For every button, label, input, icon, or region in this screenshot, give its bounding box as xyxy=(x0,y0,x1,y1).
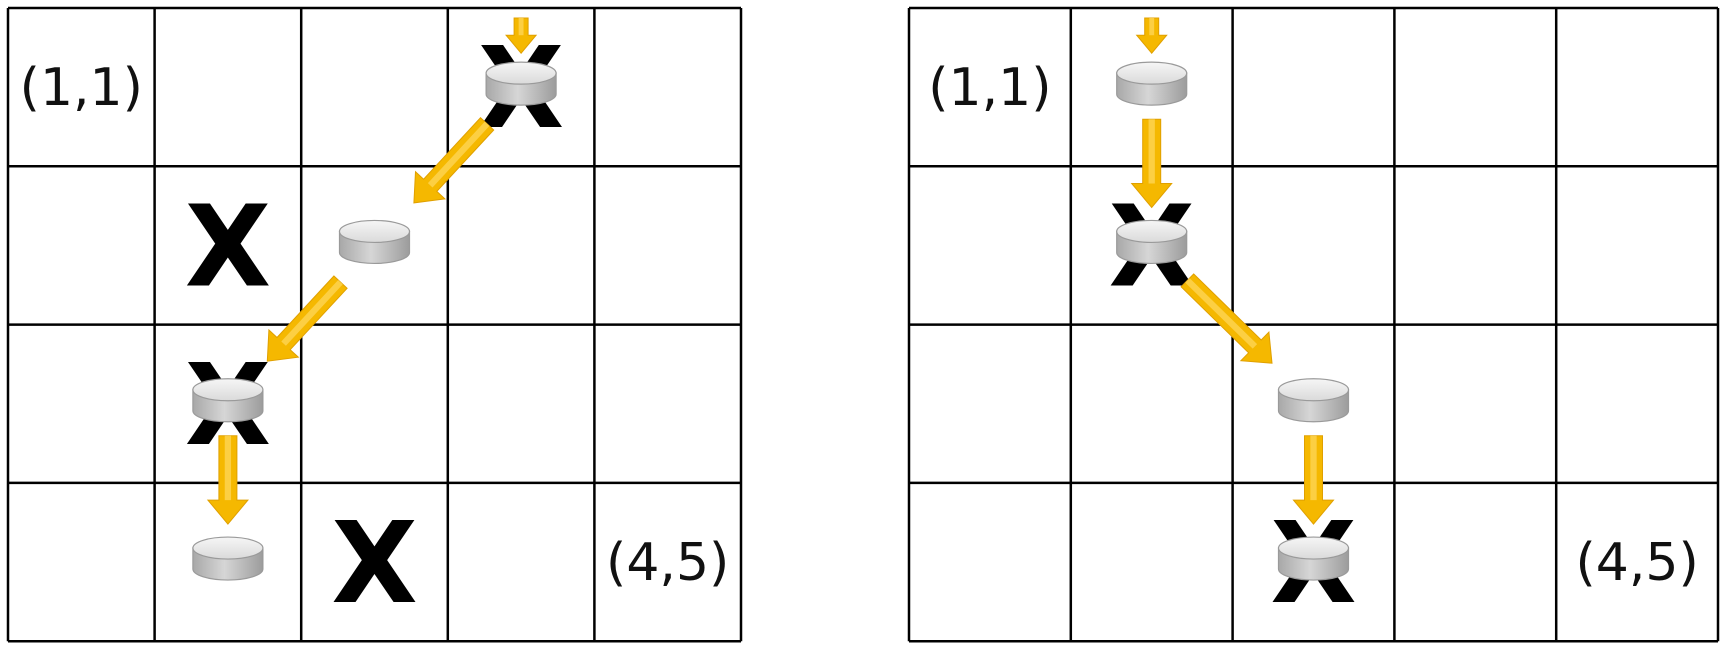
arrow-icon xyxy=(505,17,538,54)
cylinder-puck-icon xyxy=(192,536,264,581)
puck-top xyxy=(1116,61,1188,85)
puck-top xyxy=(485,61,557,85)
cell-coordinate-label: (1,1) xyxy=(928,58,1051,118)
cylinder-puck-icon xyxy=(1277,378,1350,423)
puck-top xyxy=(338,219,411,244)
cylinder-puck-icon xyxy=(485,61,557,106)
puck-top xyxy=(192,536,264,560)
puck-top xyxy=(1116,219,1188,244)
puck-top xyxy=(192,378,264,402)
arrow-icon xyxy=(1135,17,1168,54)
grid-lines xyxy=(907,6,1720,643)
cylinder-puck-icon xyxy=(1116,219,1188,265)
cell-coordinate-label: (4,5) xyxy=(1575,533,1698,593)
cylinder-puck-icon xyxy=(1277,536,1350,581)
cylinder-puck-icon xyxy=(338,219,411,265)
cylinder-puck-icon xyxy=(1116,61,1188,106)
puck-top xyxy=(1277,536,1350,560)
left-panel: (1,1)(4,5)XXXX xyxy=(6,6,743,643)
cell-coordinate-label: (1,1) xyxy=(20,58,143,118)
right-panel: (1,1)(4,5)XX xyxy=(907,6,1720,643)
cylinder-puck-icon xyxy=(192,378,264,423)
cell-coordinate-label: (4,5) xyxy=(606,533,729,593)
puck-top xyxy=(1277,378,1350,402)
arrow-highlight xyxy=(1185,278,1258,349)
x-mark: X xyxy=(185,182,271,312)
x-mark: X xyxy=(331,499,417,629)
grid-lines xyxy=(6,6,743,643)
arrow-highlight xyxy=(427,121,490,188)
arrow-highlight xyxy=(281,279,343,346)
